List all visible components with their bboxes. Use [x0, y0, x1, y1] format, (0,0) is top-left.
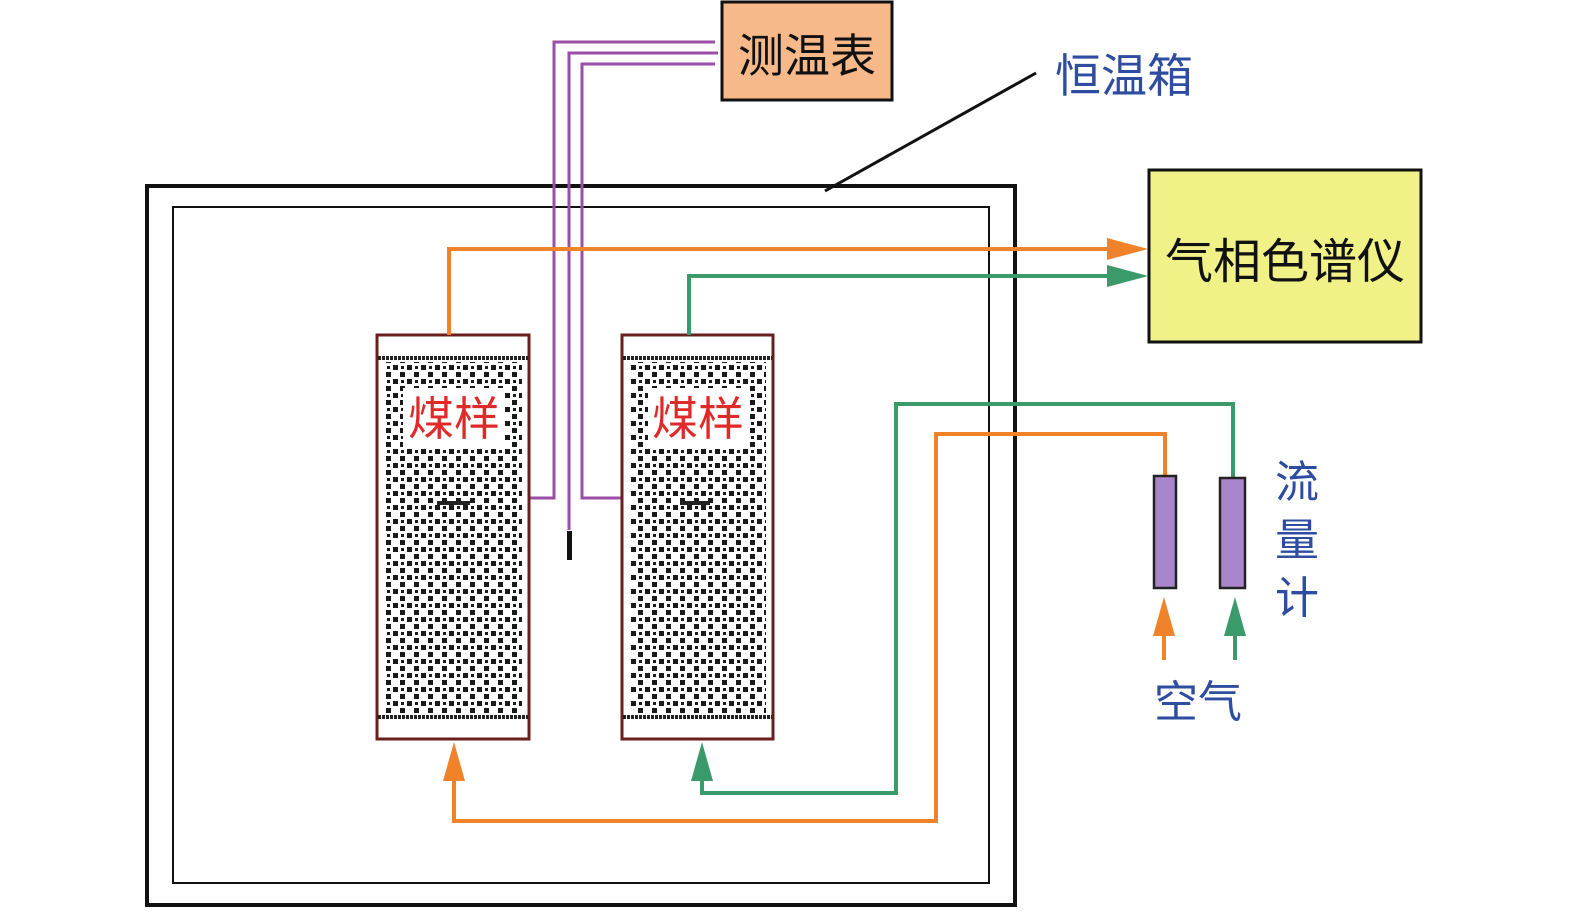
arrow-orange-into-left-column [443, 742, 465, 781]
coal-column-right: 煤样 [620, 333, 775, 741]
thermometer: 测温表 [720, 0, 894, 102]
gas-chromatograph: 气相色谱仪 [1147, 168, 1423, 344]
svg-text:计: 计 [1275, 573, 1319, 624]
arrow-green-into-right-column [691, 742, 713, 781]
arrow-green-to-gc [1107, 265, 1148, 287]
svg-text:流: 流 [1275, 457, 1319, 508]
svg-text:量: 量 [1275, 515, 1319, 566]
coal-column-left: 煤样 [375, 333, 531, 741]
arrow-air-green [1224, 597, 1246, 636]
thermometer-label: 测温表 [738, 29, 876, 83]
arrow-orange-to-gc [1107, 238, 1148, 260]
coal-sample-right-label: 煤样 [652, 392, 744, 446]
incubator-label: 恒温箱 [1055, 49, 1193, 103]
flowmeter-orange [1152, 474, 1178, 590]
inlet-line-orange [452, 432, 1167, 823]
coal-sample-left-label: 煤样 [408, 392, 500, 446]
outlet-line-green [687, 274, 1110, 335]
incubator-leader-line [824, 71, 1037, 193]
ambient-probe [567, 531, 572, 560]
gas-chromatograph-label: 气相色谱仪 [1165, 234, 1405, 290]
inlet-line-green [700, 402, 1235, 795]
air-label: 空气 [1154, 677, 1242, 728]
flowmeter-label: 流 量 计 [1275, 457, 1319, 624]
arrow-air-orange [1153, 597, 1175, 636]
outlet-line-orange [447, 247, 1110, 335]
flowmeter-green [1218, 476, 1247, 590]
